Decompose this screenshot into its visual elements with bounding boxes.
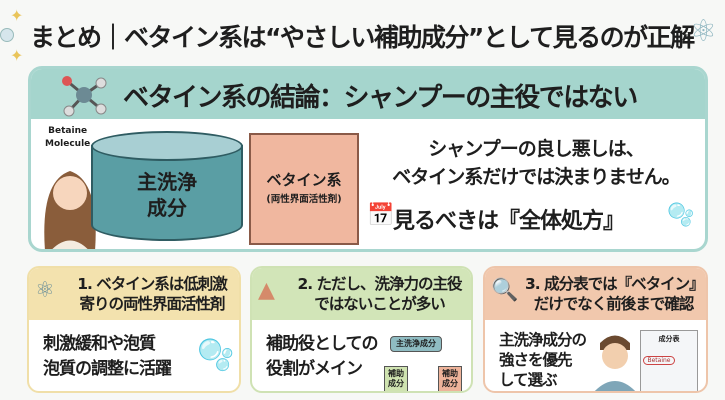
main-cleanser-cylinder: 主洗浄成分 [91,131,243,247]
document-magnifier-icon: 🔍 [491,278,519,303]
card-title: 3. 成分表では『ベタイン』だけでなく前後まで確認 [525,274,705,314]
ingredient-list-doc: 成分表 Betaine [640,330,698,391]
card-title: 1. ベタイン系は低刺激寄りの両性界面活性剤 [69,274,235,314]
blocks-icon: ▲ [258,278,275,303]
card-title-line1: 1. ベタイン系は低刺激 [77,275,228,293]
foam-hand-icon: 🫧 [667,203,695,228]
panel-header: ベタイン系の結論：シャンプーの主役ではない [31,69,705,119]
card-body-line2: 泡質の調整に活躍 [43,359,172,379]
sparkle-icon: ✦ [10,46,24,65]
message-line2: ベタイン系だけでは決まりません。 [392,166,680,188]
molecule-label-line2: Molecule [45,139,91,149]
card-title-line2: ではないことが多い [314,295,446,313]
cylinder-line1: 主洗浄 [137,170,197,194]
card-body-line1: 主洗浄成分の [499,331,587,349]
page-title: まとめ｜ベタイン系は“やさしい補助成分”として見るのが正解 [30,23,695,52]
card-3: 🔍 3. 成分表では『ベタイン』だけでなく前後まで確認 主洗浄成分の強さを優先し… [483,266,708,393]
conclusion-message: シャンプーの良し悪しは、ベタイン系だけでは決まりません。 [371,135,701,191]
card-title-line1: 3. 成分表では『ベタイン』 [525,275,705,293]
woman-illustration [44,171,96,249]
card-title-line1: 2. ただし、洗浄力の主役 [297,275,462,293]
panel-heading: ベタイン系の結論：シャンプーの主役ではない [123,83,638,113]
card-body-line1: 刺激緩和や泡質 [43,334,156,354]
card-body: 主洗浄成分の強さを優先して選ぶ [499,330,587,390]
calendar-icon: 📅 [367,203,395,228]
card-title-line2: 寄りの両性界面活性剤 [79,295,225,313]
cylinder-line2: 成分 [147,196,187,220]
card-body: 補助役としての役割がメイン [266,332,378,382]
diagram-sub-box: 補助成分 [438,366,462,391]
look-at-formula-text: 見るべきは『全体処方』 [393,209,625,234]
card-body-line1: 補助役としての [266,334,378,354]
card-body-line2: 役割がメイン [266,359,363,379]
betaine-box: ベタイン系 (両性界面活性剤) [249,133,359,245]
card-body-line3: して選ぶ [499,371,558,389]
doc-title: 成分表 [658,335,680,343]
sparkle-icon: ✦ [10,6,24,25]
man-illustration [595,335,635,391]
box-label: ベタイン系 [266,171,342,189]
card-title: 2. ただし、洗浄力の主役ではないことが多い [292,274,467,314]
message-line1: シャンプーの良し悪しは、 [428,138,644,160]
doc-highlight: Betaine [643,356,675,365]
diagram-main-box: 主洗浄成分 [390,336,442,352]
atom-icon: ⚛ [690,14,717,49]
card-2: ▲ 2. ただし、洗浄力の主役ではないことが多い 補助役としての役割がメイン 主… [250,266,473,393]
card-title-line2: だけでなく前後まで確認 [533,295,695,313]
card-body: 刺激緩和や泡質泡質の調整に活躍 [43,332,172,382]
foam-hand-icon: 🫧 [197,338,235,373]
box-sublabel: (両性界面活性剤) [266,194,342,205]
atom-leaf-icon: ⚛ [35,278,55,303]
molecule-icon [62,76,107,117]
diagram-sub-box: 補助成分 [384,366,408,391]
card-1: ⚛ 1. ベタイン系は低刺激寄りの両性界面活性剤 刺激緩和や泡質泡質の調整に活躍… [27,266,241,393]
cylinder-label: 主洗浄成分 [91,169,243,221]
card-body-line2: 強さを優先 [499,351,573,369]
bubble-icon [0,28,14,42]
molecule-label-line1: Betaine [48,126,88,136]
